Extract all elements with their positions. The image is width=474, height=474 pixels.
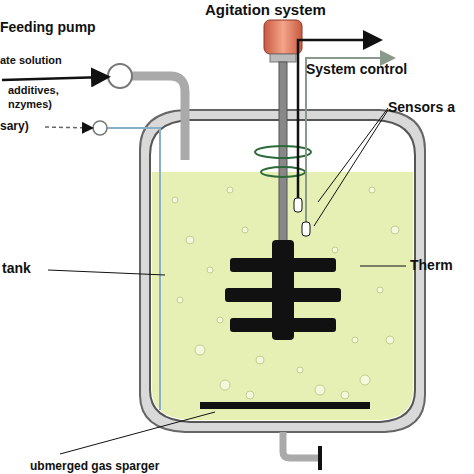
part-label: tank <box>2 261 31 276</box>
part-label: ubmerged gas sparger <box>30 460 159 473</box>
part-label: Agitation system <box>205 2 326 19</box>
part-label: System control <box>306 62 407 77</box>
part-label: ate solution <box>0 54 62 66</box>
part-label: sary) <box>0 120 29 133</box>
part-label: Feeding pump <box>0 20 96 35</box>
part-label: Therm <box>410 258 453 273</box>
part-label: Sensors a <box>388 100 455 115</box>
part-label: additives, <box>8 84 59 96</box>
part-label: nzymes) <box>8 98 52 110</box>
